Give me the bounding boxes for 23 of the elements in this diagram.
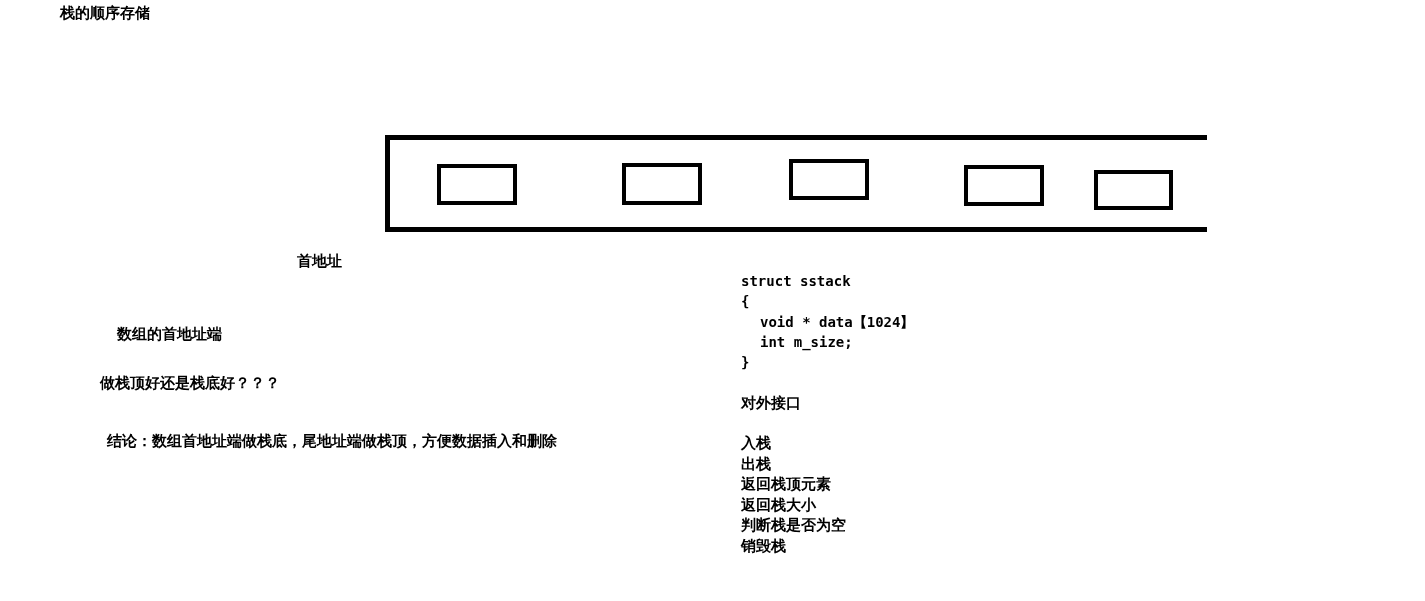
list-item: 返回栈顶元素 bbox=[741, 475, 831, 493]
list-item: 销毁栈 bbox=[741, 537, 786, 555]
note-text: 数组的首地址端 bbox=[117, 325, 222, 343]
list-item: 返回栈大小 bbox=[741, 496, 816, 514]
array-frame bbox=[385, 135, 1207, 232]
code-line: void * data【1024】 bbox=[760, 313, 915, 331]
page-title: 栈的顺序存储 bbox=[60, 4, 150, 22]
list-item: 判断栈是否为空 bbox=[741, 516, 846, 534]
list-item: 出栈 bbox=[741, 455, 771, 473]
code-line: { bbox=[741, 292, 750, 310]
array-cell bbox=[622, 163, 702, 205]
question-text: 做栈顶好还是栈底好？？？ bbox=[100, 374, 280, 392]
section-heading: 对外接口 bbox=[741, 394, 801, 412]
address-label: 首地址 bbox=[297, 252, 342, 270]
array-cell bbox=[964, 165, 1044, 206]
array-cell bbox=[437, 164, 517, 205]
code-line: } bbox=[741, 353, 750, 371]
code-line: int m_size; bbox=[760, 333, 853, 351]
array-cell bbox=[789, 159, 869, 200]
list-item: 入栈 bbox=[741, 434, 771, 452]
conclusion-text: 结论：数组首地址端做栈底，尾地址端做栈顶，方便数据插入和删除 bbox=[107, 432, 557, 450]
code-line: struct sstack bbox=[741, 272, 851, 290]
array-cell bbox=[1094, 170, 1173, 210]
